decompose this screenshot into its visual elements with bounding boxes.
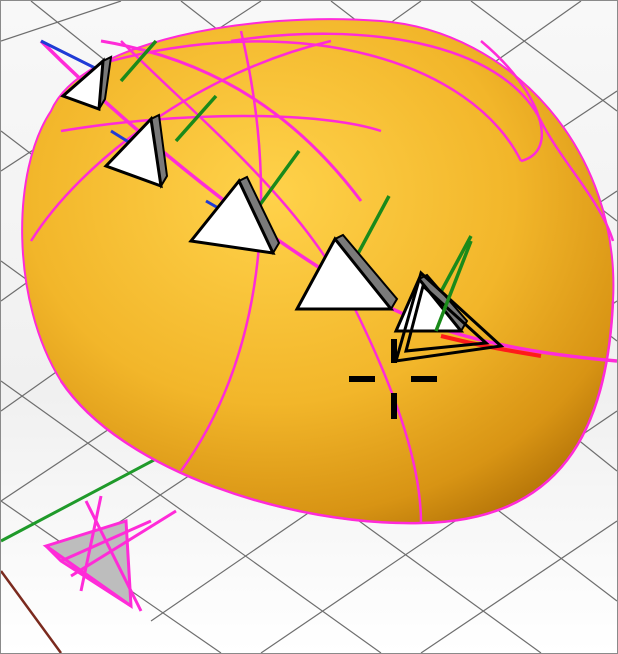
triangle-frame-icon[interactable] — [188, 178, 276, 255]
path-frame[interactable] — [40, 39, 158, 112]
x-axis-line — [1, 570, 63, 653]
isocurve — [230, 32, 615, 242]
normal-axis — [351, 195, 391, 264]
tangent-axis — [40, 39, 102, 73]
grid-line — [420, 520, 617, 653]
reference-frame-axis — [60, 519, 152, 563]
path-frame[interactable] — [294, 195, 399, 311]
path-frame[interactable] — [103, 94, 218, 189]
active-frame-outline — [393, 270, 505, 363]
grid-line — [1, 1, 122, 42]
normal-axis — [257, 149, 301, 208]
active-frame-outline — [404, 283, 490, 353]
isocurve — [59, 300, 615, 525]
crosshair-cursor-icon — [349, 339, 437, 419]
reference-frame-axis — [79, 495, 103, 592]
active-frame[interactable] — [393, 240, 505, 363]
isocurve — [480, 40, 544, 163]
path-frames[interactable] — [40, 39, 505, 363]
isocurve — [60, 114, 382, 133]
grid-line — [1, 380, 382, 653]
isocurve — [110, 40, 523, 162]
normal-axis — [119, 39, 158, 83]
grid-line — [470, 1, 617, 112]
normal-axis — [174, 94, 218, 143]
triangle-frame-icon[interactable] — [60, 57, 105, 112]
triangle-frame-icon[interactable] — [103, 115, 163, 189]
normal-axis — [434, 240, 473, 332]
triangle-frame-icon[interactable] — [294, 236, 395, 311]
reference-frame[interactable] — [42, 495, 177, 612]
y-axis-line — [1, 449, 172, 543]
triangle-frame-icon[interactable] — [393, 276, 465, 333]
reference-frame-axis — [70, 509, 177, 578]
reference-frame-face — [44, 544, 132, 608]
path-frame[interactable] — [188, 149, 301, 256]
